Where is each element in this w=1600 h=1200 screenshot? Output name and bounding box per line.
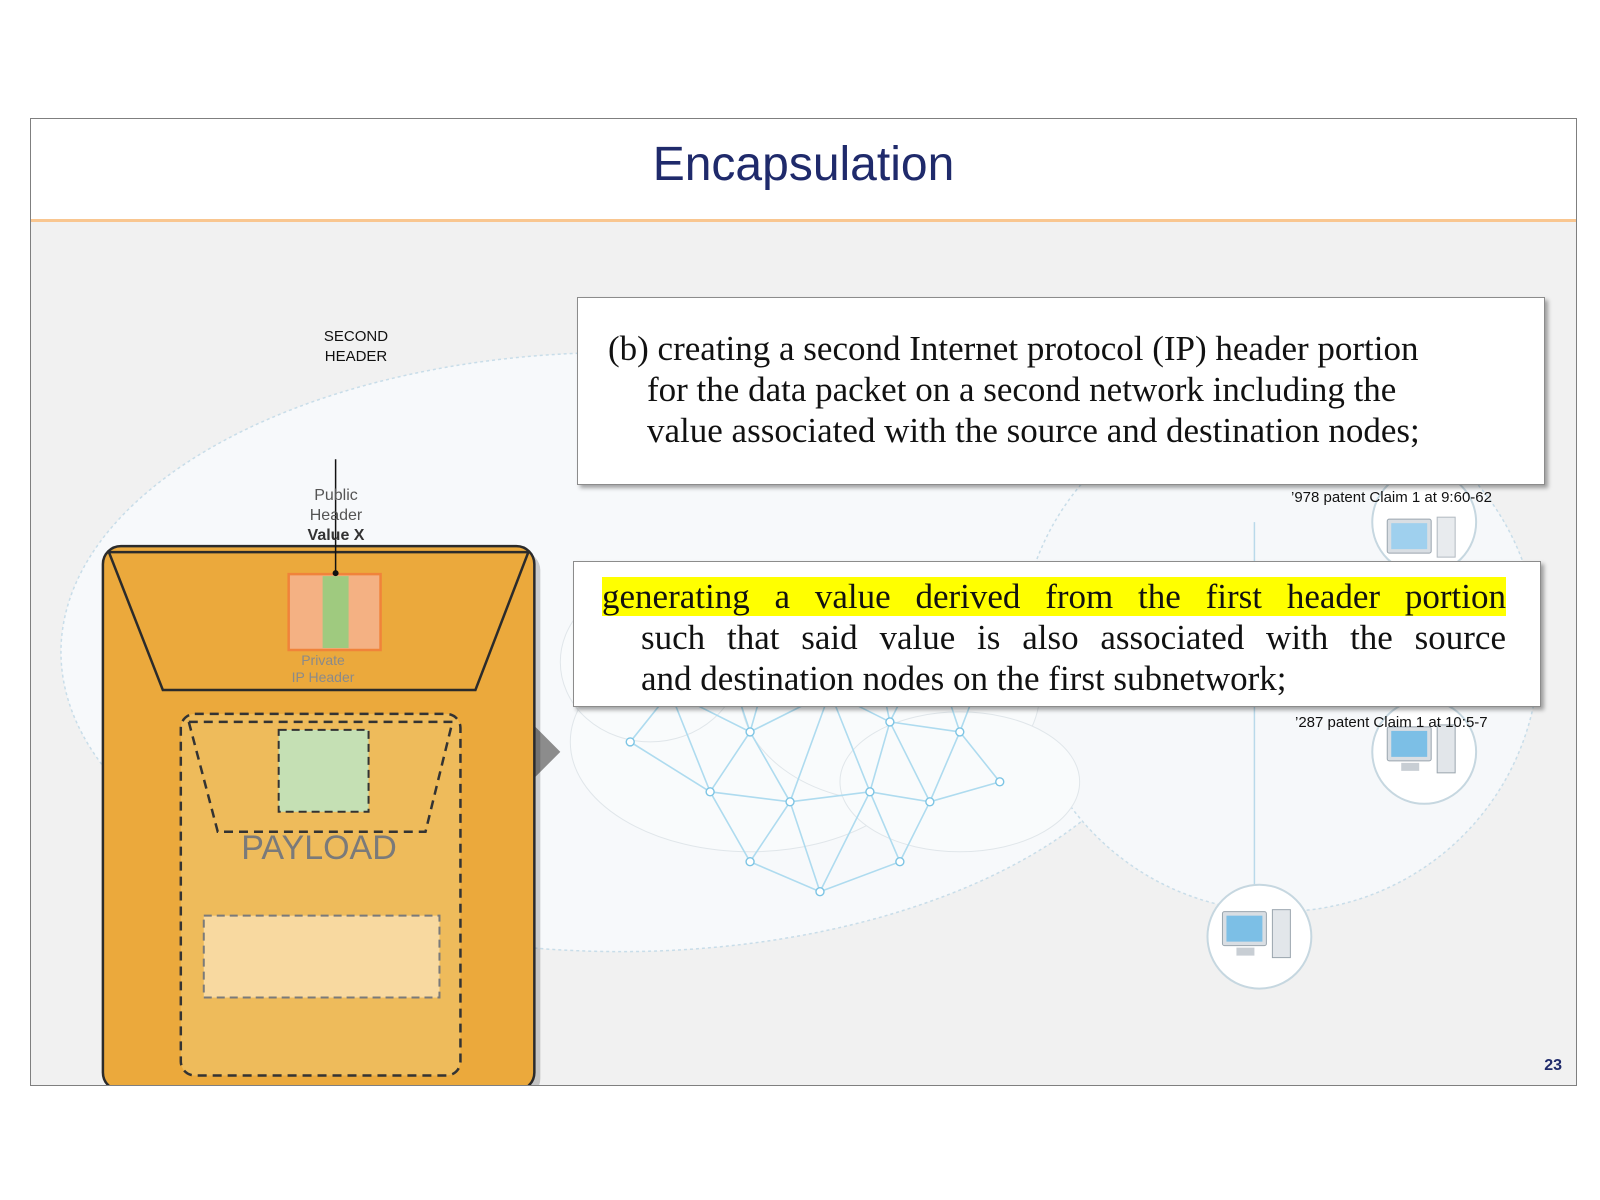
public-header-text: Public Header Value X bbox=[291, 486, 381, 546]
title-bar: Encapsulation bbox=[31, 119, 1576, 222]
slide-title: Encapsulation bbox=[652, 138, 955, 191]
citation-287: ’287 patent Claim 1 at 10:5-7 bbox=[1295, 714, 1488, 731]
claim-287-line: and destination nodes on the first subne… bbox=[641, 659, 1287, 698]
private-header-line1: Private bbox=[301, 652, 345, 668]
claim-978-line: value associated with the source and des… bbox=[647, 411, 1420, 450]
claim-287-line: such that said value is also associated … bbox=[641, 618, 1506, 657]
public-header-box bbox=[287, 572, 382, 652]
private-header-line2: IP Header bbox=[291, 669, 355, 685]
payload-label: PAYLOAD bbox=[241, 829, 397, 867]
claim-978-line: (b) creating a second Internet protocol … bbox=[608, 329, 1419, 368]
second-header-label-line1: SECOND bbox=[323, 328, 389, 345]
public-header-value: Value X bbox=[307, 527, 365, 544]
computer-icon bbox=[1206, 883, 1313, 990]
arrow-icon bbox=[530, 721, 561, 782]
public-header-line1: Public bbox=[314, 487, 358, 504]
claim-287-highlighted-line: generating a value derived from the firs… bbox=[602, 577, 1506, 616]
claim-box-978: (b) creating a second Internet protocol … bbox=[577, 297, 1545, 485]
second-header-label: SECOND HEADER bbox=[291, 327, 421, 367]
payload-box bbox=[202, 914, 441, 999]
claim-box-287: generating a value derived from the firs… bbox=[573, 561, 1541, 707]
computer-icon bbox=[1371, 469, 1478, 576]
computer-icon bbox=[1371, 698, 1478, 805]
slide: Encapsulation bbox=[30, 118, 1577, 1086]
citation-978: ’978 patent Claim 1 at 9:60-62 bbox=[1291, 489, 1492, 506]
private-header-text: Private IP Header bbox=[277, 652, 369, 686]
private-header-box bbox=[277, 728, 370, 813]
claim-978-line: for the data packet on a second network … bbox=[647, 370, 1397, 409]
second-header-label-line2: HEADER bbox=[324, 348, 388, 365]
public-header-line2: Header bbox=[309, 507, 363, 524]
slide-number: 23 bbox=[1544, 1057, 1562, 1074]
